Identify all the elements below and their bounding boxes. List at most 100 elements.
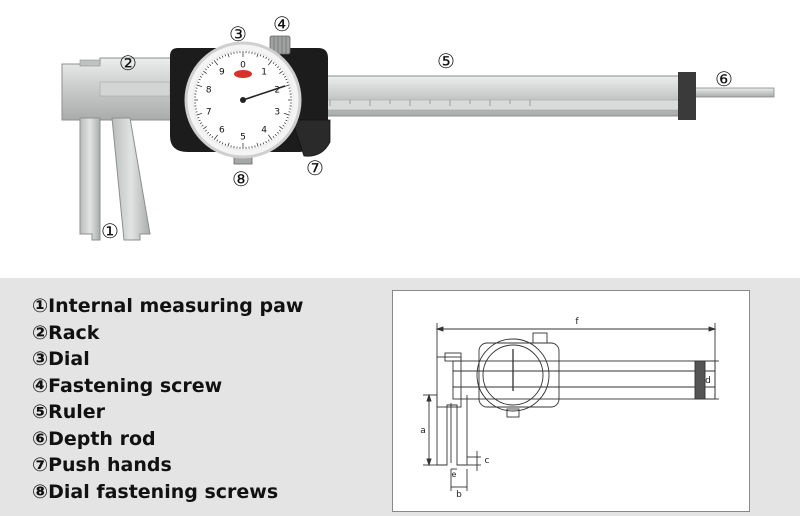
dial-number: 1 [261,67,267,77]
dial-tick [199,122,202,124]
fastening-screw [269,35,291,55]
dial-tick [201,73,204,76]
dial-tick [262,142,265,145]
legend-item-fastening-screw: ④Fastening screw [32,374,223,397]
callout-6: ⑥ [715,67,733,91]
dimension-diagram: f d a c e b [392,290,750,512]
dial-tick [285,119,288,122]
callout-3: ③ [229,22,247,46]
dial-tick [282,73,285,76]
dial-tick [203,70,207,74]
dial-tick [224,54,227,57]
callout-7: ⑦ [306,156,324,180]
dial-tick [227,53,230,58]
parts-legend: ①Internal measuring paw ②Rack ③Dial ④Fas… [32,293,303,505]
dial-tick [272,135,275,138]
dial-number: 0 [240,61,246,71]
dimension-label-c: c [485,456,490,466]
dial-tick [213,134,219,140]
legend-item-dial: ③Dial [32,348,90,370]
dial-tick [277,66,279,69]
legend-item-depth-rod: ⑥Depth rod [32,427,156,450]
dial-tick [278,68,281,71]
dial-tick [259,143,262,146]
push-hands [291,119,331,157]
dial-number: 8 [206,85,212,95]
dial-number: 3 [274,108,280,118]
dial-tick [262,55,265,58]
ruler-scale [329,100,531,106]
dial-tick [211,135,214,138]
dial-tick [198,119,201,122]
dial-tick [284,122,287,124]
dial-number: 2 [274,85,280,95]
dial-tick [286,116,289,119]
dial-tick [216,58,219,61]
dial-tick [274,134,277,136]
dial-ticks [194,51,292,149]
legend-item-ruler: ⑤Ruler [32,401,106,423]
dial-tick [256,53,259,58]
dial-tick [213,60,219,66]
callout-5: ⑤ [437,49,455,73]
dial-tick [196,112,203,116]
dimension-label-b: b [456,490,462,500]
dial-tick [196,84,203,88]
internal-measuring-paw-left [79,117,101,241]
dial-tick [267,60,273,66]
dial-tick [267,139,270,142]
dial-tick [197,116,200,119]
dial-tick [209,64,212,66]
legend-item-internal-measuring-paw: ①Internal measuring paw [32,295,304,317]
dial-tick [267,58,270,61]
dial-tick [265,56,267,59]
dial-tick [207,66,209,69]
callout-1: ① [101,219,119,243]
dimension-label-d: d [705,376,711,386]
dimension-label-a: a [420,426,426,436]
legend-panel: ①Internal measuring paw ②Rack ③Dial ④Fas… [0,278,800,516]
dimension-label-e: e [452,470,457,479]
dial-number: 9 [219,67,225,77]
dial-tick [256,142,259,147]
dial-tick [282,124,285,127]
dial-tick [267,134,273,140]
dial-number: 7 [206,108,212,118]
dial-tick [265,141,267,144]
dial-tick [216,139,219,142]
dial-tick [286,81,289,84]
dial-tick [209,134,212,136]
dial-number: 4 [261,126,267,136]
internal-measuring-paw-right [111,117,151,241]
dimension-drawing: f d a c e b [420,317,719,500]
dial-tick [279,70,283,74]
legend-item-push-hands: ⑦Push hands [32,454,172,476]
dimension-label-f: f [575,317,579,327]
dial-tick [219,141,221,144]
dial-tick [277,131,279,134]
dial-tick [274,64,277,66]
dial-tick [284,76,287,78]
dial-tick [221,55,224,58]
dial-tick [224,143,227,146]
dial-tick [197,81,200,84]
dial-tick [199,76,202,78]
dial-tick [219,56,221,59]
dial-tick [259,54,262,57]
legend-item-rack: ②Rack [32,321,100,344]
ruler-end-cap [678,72,696,120]
dial-tick [272,62,275,65]
dial-tick [205,129,208,132]
dial-tick [283,112,290,116]
dial-tick [198,78,201,81]
dial-tick [278,129,281,132]
dial-tick [207,131,209,134]
dial-number: 5 [240,133,246,143]
dial-tick [211,62,214,65]
dial-logo [234,70,252,78]
dial-tick [205,68,208,71]
callout-4: ④ [273,12,291,36]
